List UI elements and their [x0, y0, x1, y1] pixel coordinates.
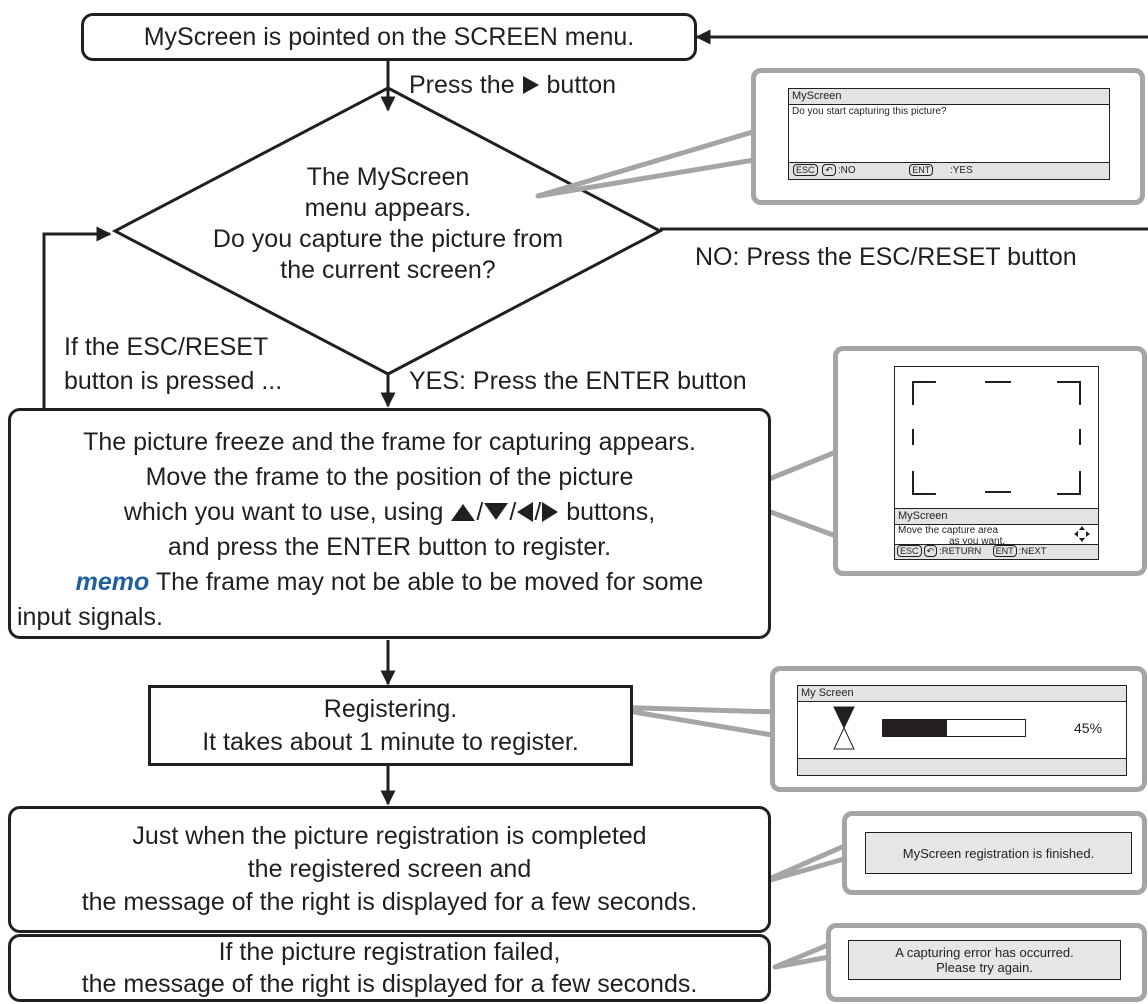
capture-dialog-title: MyScreen — [895, 509, 1098, 525]
enter-key-icon: ENT — [992, 545, 1017, 557]
callout-progress-dialog: My Screen 45% — [770, 666, 1147, 792]
register-box: Registering. It takes about 1 minute to … — [148, 685, 633, 766]
start-dialog-title: MyScreen — [789, 89, 1109, 105]
frame-edge-right — [1079, 429, 1081, 445]
press-right-label: Press the button — [409, 71, 617, 99]
esc-note: If the ESC/RESET button is pressed ... — [64, 333, 283, 395]
start-box: MyScreen is pointed on the SCREEN menu. — [81, 13, 697, 61]
failed-box: If the picture registration failed, the … — [8, 934, 771, 1002]
callout-capture-dialog: MyScreen Move the capture area as you wa… — [833, 346, 1147, 576]
right-triangle-icon — [542, 502, 559, 522]
hourglass-icon — [833, 706, 855, 750]
progress-dialog-title: My Screen — [798, 686, 1126, 702]
right-triangle-icon — [522, 76, 539, 94]
capture-buttons-line: which you want to use, using /// buttons… — [123, 498, 656, 526]
start-box-text: MyScreen is pointed on the SCREEN menu. — [143, 22, 635, 51]
error-message-box: A capturing error has occurred. Please t… — [848, 940, 1121, 980]
complete-box: Just when the picture registration is co… — [8, 806, 771, 933]
down-triangle-icon — [484, 503, 509, 520]
finished-message-box: MyScreen registration is finished. — [865, 832, 1132, 874]
esc-loop-line — [42, 226, 112, 408]
start-dialog-footer: ESC ↶:NO ENT :YES — [789, 162, 1109, 179]
progress-bar-fill — [883, 720, 947, 736]
progress-footer — [798, 758, 1126, 775]
start-dialog-question: Do you start capturing this picture? — [792, 106, 947, 117]
yes-branch-label: YES: Press the ENTER button — [409, 367, 747, 395]
callout-start-dialog: MyScreen Do you start capturing this pic… — [751, 68, 1145, 205]
up-triangle-icon — [451, 504, 476, 521]
start-dialog-screen: MyScreen Do you start capturing this pic… — [788, 88, 1110, 180]
frame-edge-top — [985, 381, 1011, 383]
capture-screen: MyScreen Move the capture area as you wa… — [894, 366, 1099, 560]
esc-key-icon: ESC — [897, 545, 922, 557]
callout-error-message: A capturing error has occurred. Please t… — [826, 923, 1147, 1002]
no-branch-label: NO: Press the ESC/RESET button — [695, 243, 1077, 271]
finished-message-text: MyScreen registration is finished. — [902, 845, 1095, 861]
enter-key-icon: ENT — [909, 164, 934, 176]
capture-dialog-panel: MyScreen Move the capture area as you wa… — [895, 508, 1098, 559]
frame-edge-left — [912, 429, 914, 445]
memo-line-2: input signals. — [17, 603, 163, 631]
return-key-icon: ↶ — [822, 164, 836, 176]
frame-edge-bottom — [985, 491, 1011, 493]
memo-line: memo The frame may not be able to be mov… — [75, 568, 704, 596]
frame-corner-bottom-right — [1057, 471, 1081, 495]
move-arrows-icon — [1074, 526, 1090, 542]
progress-screen: My Screen 45% — [797, 685, 1127, 776]
progress-bar — [882, 719, 1026, 737]
progress-percent: 45% — [1074, 720, 1103, 736]
frame-corner-top-left — [912, 381, 936, 405]
return-key-icon: ↶ — [923, 545, 938, 557]
callout-finished-message: MyScreen registration is finished. — [842, 811, 1147, 895]
frame-corner-bottom-left — [912, 471, 936, 495]
capture-dialog-footer: ESC↶:RETURN ENT:NEXT — [895, 544, 1098, 559]
esc-key-icon: ESC — [793, 164, 818, 176]
memo-keyword: memo — [75, 568, 150, 596]
capture-box: The picture freeze and the frame for cap… — [8, 408, 771, 639]
left-triangle-icon — [517, 502, 534, 522]
decision-text: The MyScreen menu appears. Do you captur… — [212, 163, 564, 284]
frame-corner-top-right — [1057, 381, 1081, 405]
